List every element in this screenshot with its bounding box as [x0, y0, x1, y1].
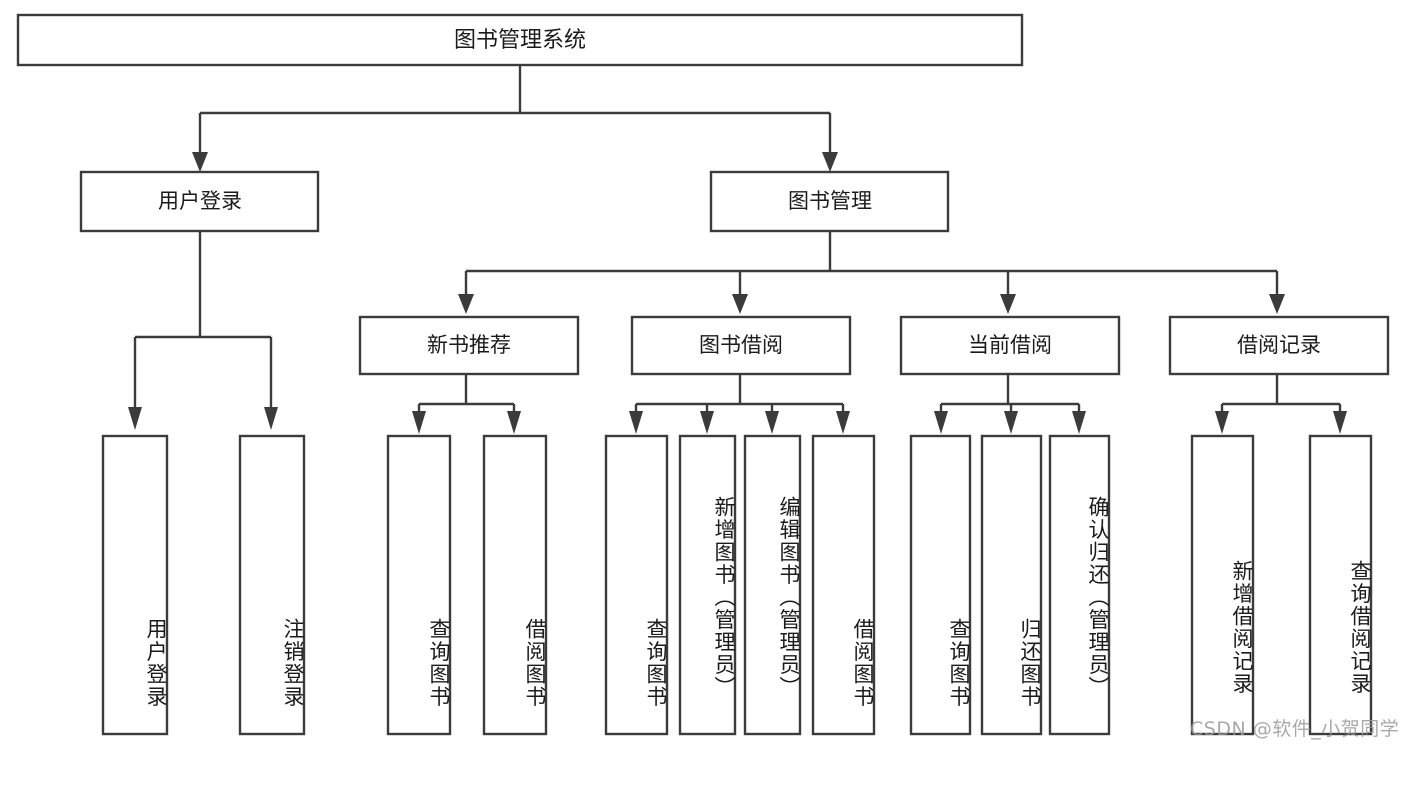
node-leaf-8-rect[interactable] — [811, 434, 876, 736]
arrow-head-leaf-13 — [1333, 411, 1347, 434]
arrow-head-leaf-9 — [934, 411, 948, 434]
node-leaf-7-rect[interactable] — [743, 434, 802, 736]
connector-group-current-borrow — [934, 374, 1086, 434]
node-leaf-5-rect[interactable] — [604, 434, 669, 736]
node-leaf-13-rect[interactable] — [1308, 434, 1373, 736]
node-leaf-10-rect[interactable] — [980, 434, 1043, 736]
arrow-head-leaf-10 — [1004, 411, 1018, 434]
node-book-manage-rect[interactable] — [709, 170, 950, 233]
node-borrow-record[interactable]: 借阅记录 — [1168, 315, 1390, 376]
node-leaf-1-rect[interactable] — [101, 434, 169, 736]
node-user-login-label: 用户登录 — [158, 189, 242, 213]
arrow-head-leaf-4 — [507, 411, 521, 434]
connector-group-new-book-rec — [412, 374, 521, 434]
node-leaf-2-rect[interactable] — [238, 434, 306, 736]
node-user-login-rect[interactable] — [79, 170, 320, 233]
node-book-borrow-rect[interactable] — [630, 315, 852, 376]
node-leaf-11-rect[interactable] — [1048, 434, 1111, 736]
connector-group-book-borrow — [629, 374, 850, 434]
node-book-manage-label: 图书管理 — [788, 189, 872, 213]
arrow-head-leaf-2 — [264, 407, 278, 430]
node-user-login[interactable]: 用户登录 — [79, 170, 320, 233]
arrow-head-leaf-7 — [765, 411, 779, 434]
arrow-head-book-manage — [822, 152, 838, 172]
node-book-manage[interactable]: 图书管理 — [709, 170, 950, 233]
arrow-head-new-book-rec — [458, 294, 474, 314]
node-book-borrow[interactable]: 图书借阅 — [630, 315, 852, 376]
arrow-head-leaf-5 — [629, 411, 643, 434]
arrow-head-user-login — [192, 152, 208, 172]
node-borrow-record-rect[interactable] — [1168, 315, 1390, 376]
arrow-head-leaf-6 — [700, 411, 714, 434]
connector-group-book-manage — [458, 231, 1285, 314]
node-borrow-record-label: 借阅记录 — [1237, 333, 1321, 357]
node-book-borrow-label: 图书借阅 — [699, 333, 783, 357]
diagram-canvas: 图书管理系统 用户登录 图书管理 新书推荐 图书借阅 当前借阅 借阅记录 — [16, 13, 1400, 740]
arrow-head-leaf-8 — [836, 411, 850, 434]
node-current-borrow-label: 当前借阅 — [968, 333, 1052, 357]
node-root-label: 图书管理系统 — [454, 28, 586, 53]
node-new-book-rec-rect[interactable] — [358, 315, 580, 376]
node-leaf-6-rect[interactable] — [678, 434, 737, 736]
arrow-head-book-borrow — [732, 294, 748, 314]
node-leaf-4-rect[interactable] — [482, 434, 548, 736]
arrow-head-borrow-record — [1269, 294, 1285, 314]
diagram-svg: 图书管理系统 用户登录 图书管理 新书推荐 图书借阅 当前借阅 借阅记录 — [16, 13, 1390, 736]
arrow-head-current-borrow — [1000, 294, 1016, 314]
node-new-book-rec[interactable]: 新书推荐 — [358, 315, 580, 376]
arrow-head-leaf-12 — [1215, 411, 1229, 434]
node-leaf-9-rect[interactable] — [909, 434, 972, 736]
connector-group-borrow-record — [1215, 374, 1347, 434]
node-new-book-rec-label: 新书推荐 — [427, 333, 511, 357]
node-current-borrow-rect[interactable] — [899, 315, 1121, 376]
connector-group-root — [192, 65, 838, 172]
connector-group-user-login — [128, 231, 278, 430]
arrow-head-leaf-1 — [128, 407, 142, 430]
node-root-rect[interactable] — [16, 13, 1024, 67]
node-leaf-12-rect[interactable] — [1190, 434, 1255, 736]
node-current-borrow[interactable]: 当前借阅 — [899, 315, 1121, 376]
arrow-head-leaf-11 — [1072, 411, 1086, 434]
node-root[interactable]: 图书管理系统 — [16, 13, 1024, 67]
arrow-head-leaf-3 — [412, 411, 426, 434]
watermark-text: CSDN @软件_小贺同学 — [1190, 718, 1400, 740]
node-leaf-3-rect[interactable] — [386, 434, 452, 736]
